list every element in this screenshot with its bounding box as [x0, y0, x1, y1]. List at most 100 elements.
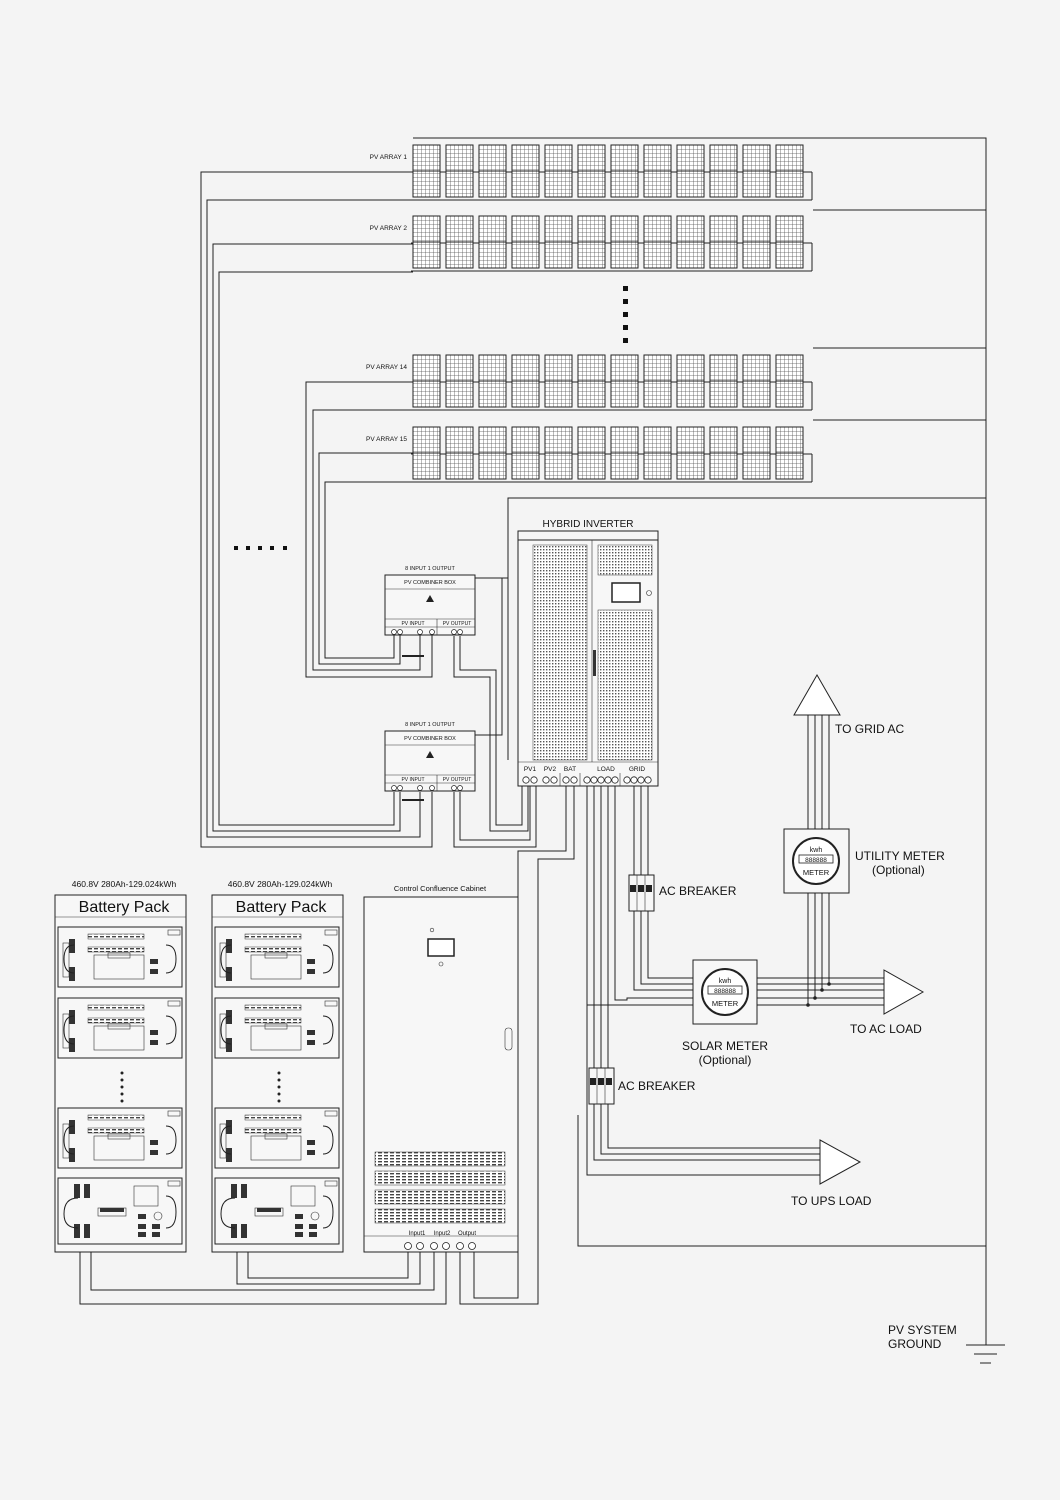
- combiner-1-name: PV COMBINER BOX: [404, 580, 456, 586]
- solar-meter-word: METER: [712, 999, 739, 1008]
- battery-pack-2-spec: 460.8V 280Ah-129.024kWh: [228, 879, 333, 889]
- inverter-terminal-pv1: PV1: [524, 766, 537, 773]
- solar-meter-digits: 888888: [714, 988, 736, 995]
- combiner-2-top-label: 8 INPUT 1 OUTPUT: [405, 722, 455, 728]
- solar-meter-optional: (Optional): [699, 1053, 752, 1067]
- pv-panel: [775, 354, 804, 408]
- pv-panel: [511, 354, 540, 408]
- pv-array-ellipsis-horizontal: [234, 546, 287, 550]
- pv-panel: [643, 354, 672, 408]
- pv-panel: [775, 144, 804, 198]
- pv-panel: [742, 354, 771, 408]
- ac-breaker-1: [628, 874, 655, 912]
- pv-panel: [577, 354, 606, 408]
- pv-array-label: PV ARRAY 15: [366, 436, 407, 443]
- pv-panel: [478, 144, 507, 198]
- to-ups-load-label: TO UPS LOAD: [791, 1194, 872, 1208]
- pv-panel: [412, 426, 441, 480]
- solar-meter-kwh: kwh: [719, 978, 732, 985]
- utility-meter: kwh 888888 METER: [783, 828, 850, 894]
- battery-pack-1-spec: 460.8V 280Ah-129.024kWh: [72, 879, 177, 889]
- pv-panel: [412, 215, 441, 269]
- pv-panel: [775, 426, 804, 480]
- ac-breaker-2-label: AC BREAKER: [618, 1079, 696, 1093]
- inverter-terminal-bat: BAT: [564, 766, 576, 773]
- pv-panel: [709, 426, 738, 480]
- combiner-output-wiring: [453, 577, 537, 848]
- pv-panel: [511, 144, 540, 198]
- pv-array-ellipsis-vertical: [623, 286, 628, 343]
- pv-panel: [709, 144, 738, 198]
- ac-breaker-2: [588, 1067, 615, 1105]
- ac-wiring: [586, 715, 884, 1176]
- solar-meter-label: SOLAR METER: [682, 1039, 768, 1053]
- battery-pack-2: 460.8V 280Ah-129.024kWh Battery Pack: [211, 879, 344, 1253]
- utility-meter-digits: 888888: [805, 857, 827, 864]
- combiner-2-input-label: PV INPUT: [401, 777, 424, 783]
- combiner-2-name: PV COMBINER BOX: [404, 736, 456, 742]
- pv-panel: [511, 215, 540, 269]
- battery-pack-1: 460.8V 280Ah-129.024kWh Battery Pack: [54, 879, 187, 1253]
- pv-panel: [511, 426, 540, 480]
- pv-panel: [610, 215, 639, 269]
- pv-panel: [544, 215, 573, 269]
- inverter-terminal-grid: GRID: [629, 766, 646, 773]
- pv-array-label: PV ARRAY 2: [370, 225, 408, 232]
- pv-array-rows: PV ARRAY 1 PV ARRAY 2 PV ARRAY 14 PV ARRAY …: [366, 144, 813, 483]
- ac-breaker-1-label: AC BREAKER: [659, 884, 737, 898]
- utility-meter-optional: (Optional): [872, 863, 925, 877]
- pv-array-row: PV ARRAY 1: [370, 144, 813, 201]
- pv-panel: [610, 144, 639, 198]
- pv-array-label: PV ARRAY 1: [370, 154, 408, 161]
- solar-meter: kwh 888888 METER: [692, 959, 758, 1025]
- pv-panel: [676, 215, 705, 269]
- battery-pack-2-title: Battery Pack: [236, 899, 328, 916]
- battery-pack-1-title: Battery Pack: [79, 899, 171, 916]
- pv-panel: [742, 144, 771, 198]
- pv-panel: [544, 354, 573, 408]
- pv-panel: [643, 144, 672, 198]
- to-grid-ac-label: TO GRID AC: [835, 722, 904, 736]
- cabinet-terminal-input1: Input1: [409, 1231, 426, 1237]
- pv-array-label: PV ARRAY 14: [366, 364, 407, 371]
- ac-load-arrow-icon: [883, 969, 925, 1015]
- utility-meter-word: METER: [803, 868, 830, 877]
- cabinet-title: Control Confluence Cabinet: [394, 884, 487, 893]
- pv-panel: [577, 426, 606, 480]
- grid-ac-arrow-icon: [793, 673, 841, 716]
- to-ac-load-label: TO AC LOAD: [850, 1022, 922, 1036]
- combiner-box-1: 8 INPUT 1 OUTPUT PV COMBINER BOX PV INPU…: [384, 566, 476, 657]
- combiner-2-output-label: PV OUTPUT: [443, 777, 472, 783]
- pv-panel: [676, 144, 705, 198]
- pv-panel: [445, 144, 474, 198]
- control-confluence-cabinet: Control Confluence Cabinet Input1 Input2…: [363, 884, 519, 1253]
- pv-array-row: PV ARRAY 2: [370, 215, 813, 272]
- utility-meter-kwh: kwh: [810, 847, 823, 854]
- pv-system-label: PV SYSTEM: [888, 1323, 957, 1337]
- pv-array-wiring: [200, 171, 433, 848]
- pv-panel: [544, 426, 573, 480]
- pv-panel: [445, 215, 474, 269]
- pv-panel: [544, 144, 573, 198]
- pv-panel: [478, 426, 507, 480]
- pv-panel: [478, 354, 507, 408]
- combiner-1-output-label: PV OUTPUT: [443, 621, 472, 627]
- ground-bus: [413, 137, 1005, 1364]
- combiner-1-input-label: PV INPUT: [401, 621, 424, 627]
- pv-panel: [478, 215, 507, 269]
- pv-array-row: PV ARRAY 15: [366, 426, 813, 483]
- pv-panel: [577, 215, 606, 269]
- inverter-terminal-load: LOAD: [597, 766, 615, 773]
- ups-load-arrow-icon: [819, 1139, 862, 1185]
- pv-array-row: PV ARRAY 14: [366, 354, 813, 411]
- pv-panel: [412, 354, 441, 408]
- pv-panel: [676, 426, 705, 480]
- combiner-1-top-label: 8 INPUT 1 OUTPUT: [405, 566, 455, 572]
- pv-panel: [643, 426, 672, 480]
- utility-meter-label: UTILITY METER: [855, 849, 945, 863]
- combiner-box-2: 8 INPUT 1 OUTPUT PV COMBINER BOX PV INPU…: [384, 722, 476, 801]
- pv-panel: [775, 215, 804, 269]
- hybrid-inverter: HYBRID INVERTER PV1 PV2 BAT LOAD GRID: [517, 519, 659, 787]
- pv-panel: [610, 354, 639, 408]
